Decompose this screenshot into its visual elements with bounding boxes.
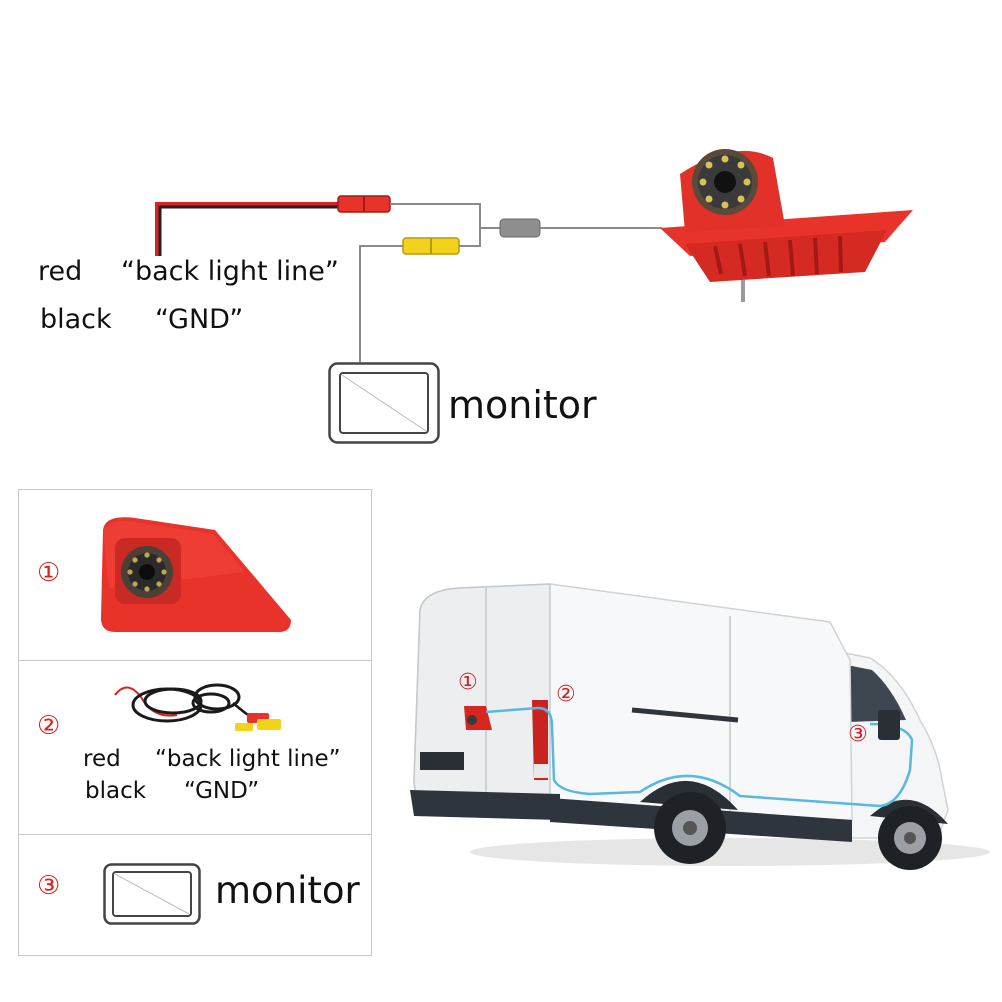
cable-route [485, 706, 914, 808]
component-panel-camera: ① [18, 489, 372, 661]
red-wire-label: red [83, 746, 121, 772]
monitor-label: monitor [448, 383, 597, 427]
panel-marker: ③ [37, 871, 61, 901]
black-wire-description: “GND” [184, 778, 260, 804]
black-wire-label: black [85, 778, 147, 804]
black-wire [158, 205, 340, 256]
black-wire-label: black [40, 304, 112, 335]
panel-marker: ② [37, 711, 61, 741]
monitor-icon [103, 863, 201, 925]
black-wire-description: “GND” [155, 304, 244, 335]
camera-housing-icon [101, 517, 291, 632]
brake-light-camera-icon [660, 149, 913, 302]
grey-connector [499, 218, 541, 238]
panel-marker: ① [37, 558, 61, 588]
component-panel-monitor: ③ monitor [18, 834, 372, 956]
cable-coil-icon [114, 683, 281, 731]
red-wire-description: “back light line” [155, 746, 341, 772]
van-marker-camera: ① [458, 670, 478, 695]
red-wire [155, 202, 340, 256]
red-wire-description: “back light line” [121, 256, 339, 287]
wiring-lines [155, 195, 662, 362]
van-marker-cable: ② [556, 682, 576, 707]
wiring-diagram: red “back light line” black “GND” monito… [0, 0, 1002, 470]
monitor-icon [328, 362, 440, 444]
van-marker-monitor: ③ [848, 722, 868, 747]
component-panel-cable: ② red “back light line” black “GND” [18, 660, 372, 835]
van-illustration [410, 583, 990, 870]
monitor-label: monitor [215, 869, 360, 912]
red-wire-label: red [38, 256, 83, 287]
van-installation-diagram: ① ② ③ [400, 580, 990, 880]
